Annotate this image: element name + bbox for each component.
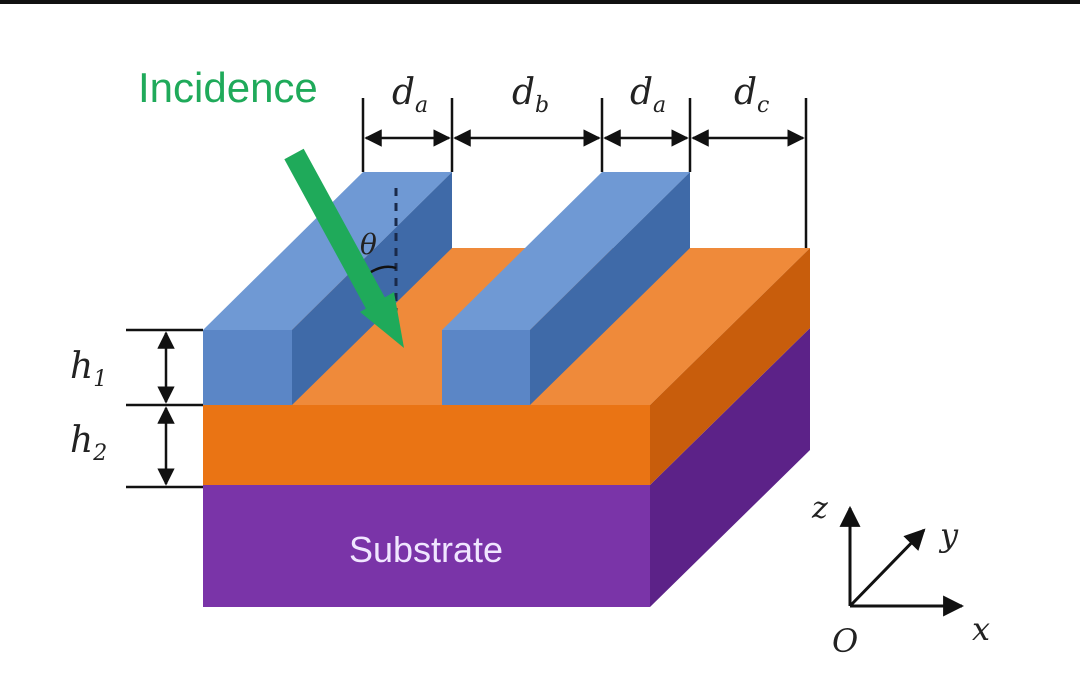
bar-2-side-face [530,172,690,405]
theta-label: θ [360,228,377,261]
width-dimension-labels: da db da dc [392,72,769,118]
incidence-label: Incidence [138,64,318,111]
incidence-arrow-shaft [284,148,387,312]
height-dimension-labels: h1 h2 [70,346,107,466]
bar-1-top-face [203,172,452,330]
height-label-h2: h2 [70,420,107,466]
substrate-block: Substrate [203,328,810,607]
orange-front-face [203,405,650,485]
bar-2-top-face [442,172,690,330]
substrate-front-face [203,485,650,607]
axis-y-line [848,528,926,608]
substrate-side-face [650,328,810,607]
top-border-band [0,0,1080,4]
axis-z-label: z [811,491,828,526]
incidence-arrow-icon [284,148,404,348]
substrate-label: Substrate [349,529,503,570]
width-dimension-lines [361,98,808,248]
dim-label-db: db [512,72,549,118]
dim-label-da-2: da [630,72,666,118]
incidence-arrow-head [360,292,404,348]
axis-y-label: y [938,516,959,554]
height-label-h1: h1 [70,346,107,392]
bar-1-front-face [203,330,292,405]
bar-2-front-face [442,330,530,405]
height-dimension-lines [126,328,203,489]
grating-bar-2 [442,172,690,405]
orange-side-face [650,248,810,485]
dim-label-da-1: da [392,72,428,118]
axis-x-label: x [972,610,990,648]
origin-label: O [832,622,858,660]
coordinate-axes: z y x O [811,491,990,660]
dim-label-dc: dc [734,72,769,118]
incidence-group: Incidence θ [138,64,404,348]
